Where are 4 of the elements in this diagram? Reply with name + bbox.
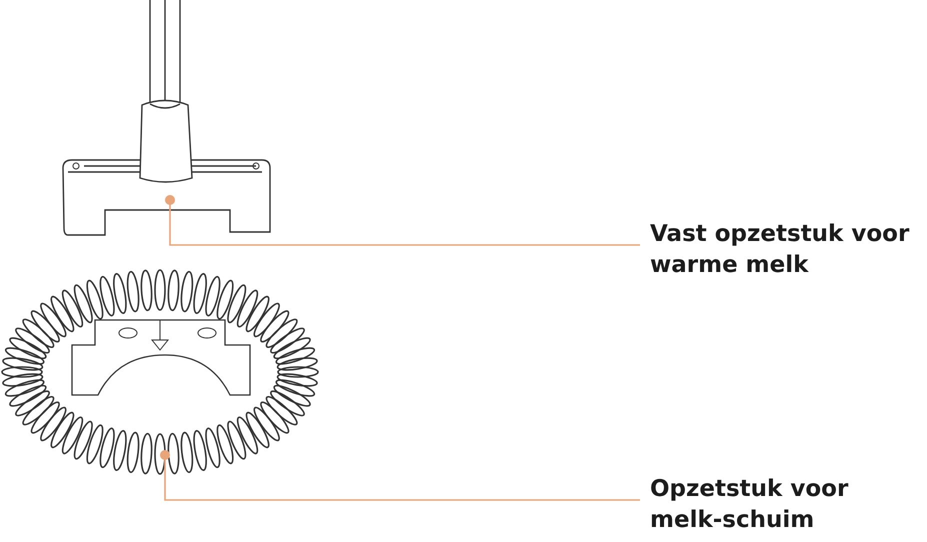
milk-attachment-drawing bbox=[62, 0, 271, 236]
part-label: Opzetstuk voor melk-schuim bbox=[650, 474, 920, 536]
whisk-drawing bbox=[1, 269, 319, 475]
part-label: Vast opzetstuk voor warme melk bbox=[650, 219, 920, 281]
